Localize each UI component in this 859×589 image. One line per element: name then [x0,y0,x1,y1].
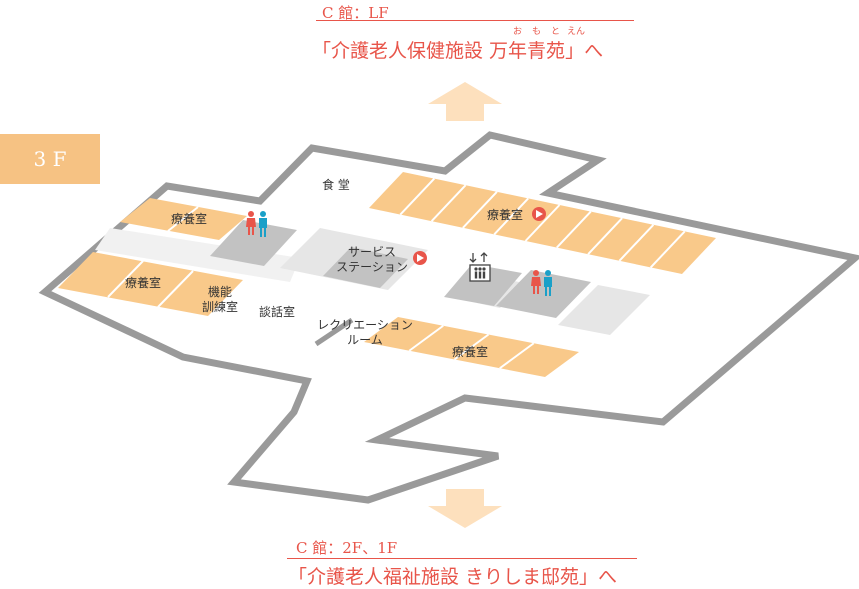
top-sign-prefix: 「介護老人保健施設 [312,40,490,62]
stair-area [558,285,650,335]
lounge-label: 談話室 [259,304,295,319]
arrow-down-icon [428,489,502,528]
restroom-icon [531,270,552,296]
ruby-5: ん [576,27,586,37]
play-marker-icon [532,207,546,221]
unit-divider [618,224,655,262]
floor-badge: 3 F [0,134,100,184]
rehab-room-label-2: 訓練室 [202,299,238,314]
bottom-sign-building: C 館：2F、1F [296,539,398,557]
top-sign-name: 万年青苑 [489,40,566,62]
top-sign-rule [316,20,634,21]
care-room-left-label: 療養室 [125,275,161,290]
ruby-2: も [532,27,542,37]
corridor-band [95,228,300,282]
arrow-up-icon [428,82,502,121]
care-room-bottom-label: 療養室 [452,344,488,359]
elevator-block [444,264,522,306]
unit-divider [499,342,535,370]
bottom-sign-destination: 「介護老人福祉施設 きりしま邸苑」へ [288,562,617,589]
care-room-right [369,172,716,274]
unit-divider [649,230,686,269]
unit-divider [408,324,444,352]
passage-divider [314,317,354,347]
top-sign-destination: 「介護老人保健施設 万年青苑」へ [312,36,603,63]
restroom-block-left [210,220,297,266]
care-room-left [58,252,243,316]
play-marker-icon [413,251,427,265]
care-room-right-label: 療養室 [487,207,523,222]
top-sign-building: C 館：LF [322,4,389,22]
care-room-bottom [364,317,579,377]
unit-divider [524,204,561,242]
service-station-core [323,247,408,288]
ruby-4: え [567,27,577,37]
rehab-room-label-1: 機能 [208,284,232,299]
recreation-room-label-1: レクリエーション [317,318,413,332]
elevator-icon [469,252,491,282]
care-room-top-left [120,198,247,240]
unit-divider [430,184,467,222]
service-station-label-1: サービス [348,245,396,259]
care-room-top-left-label: 療養室 [171,211,207,226]
unit-divider [399,177,436,216]
unit-divider [587,217,623,255]
bottom-sign-rule [287,558,637,559]
service-station-label-2: ステーション [336,260,408,274]
unit-divider [556,210,592,249]
dining-label: 食 堂 [322,177,350,192]
bottom-sign-text: 「介護老人福祉施設 きりしま邸苑」へ [288,566,618,588]
unit-divider [493,197,529,236]
restroom-icon [246,211,267,237]
unit-divider [462,191,498,229]
top-destination-sign: C 館：LF [322,2,389,23]
unit-divider [453,333,490,361]
ruby-3: と [551,27,561,37]
ruby-1: お [513,27,523,37]
top-sign-suffix: 」へ [565,40,604,62]
recreation-room-label-2: ルーム [347,333,383,347]
restroom-block-right [496,270,591,318]
bottom-destination-sign: C 館：2F、1F [296,537,397,558]
